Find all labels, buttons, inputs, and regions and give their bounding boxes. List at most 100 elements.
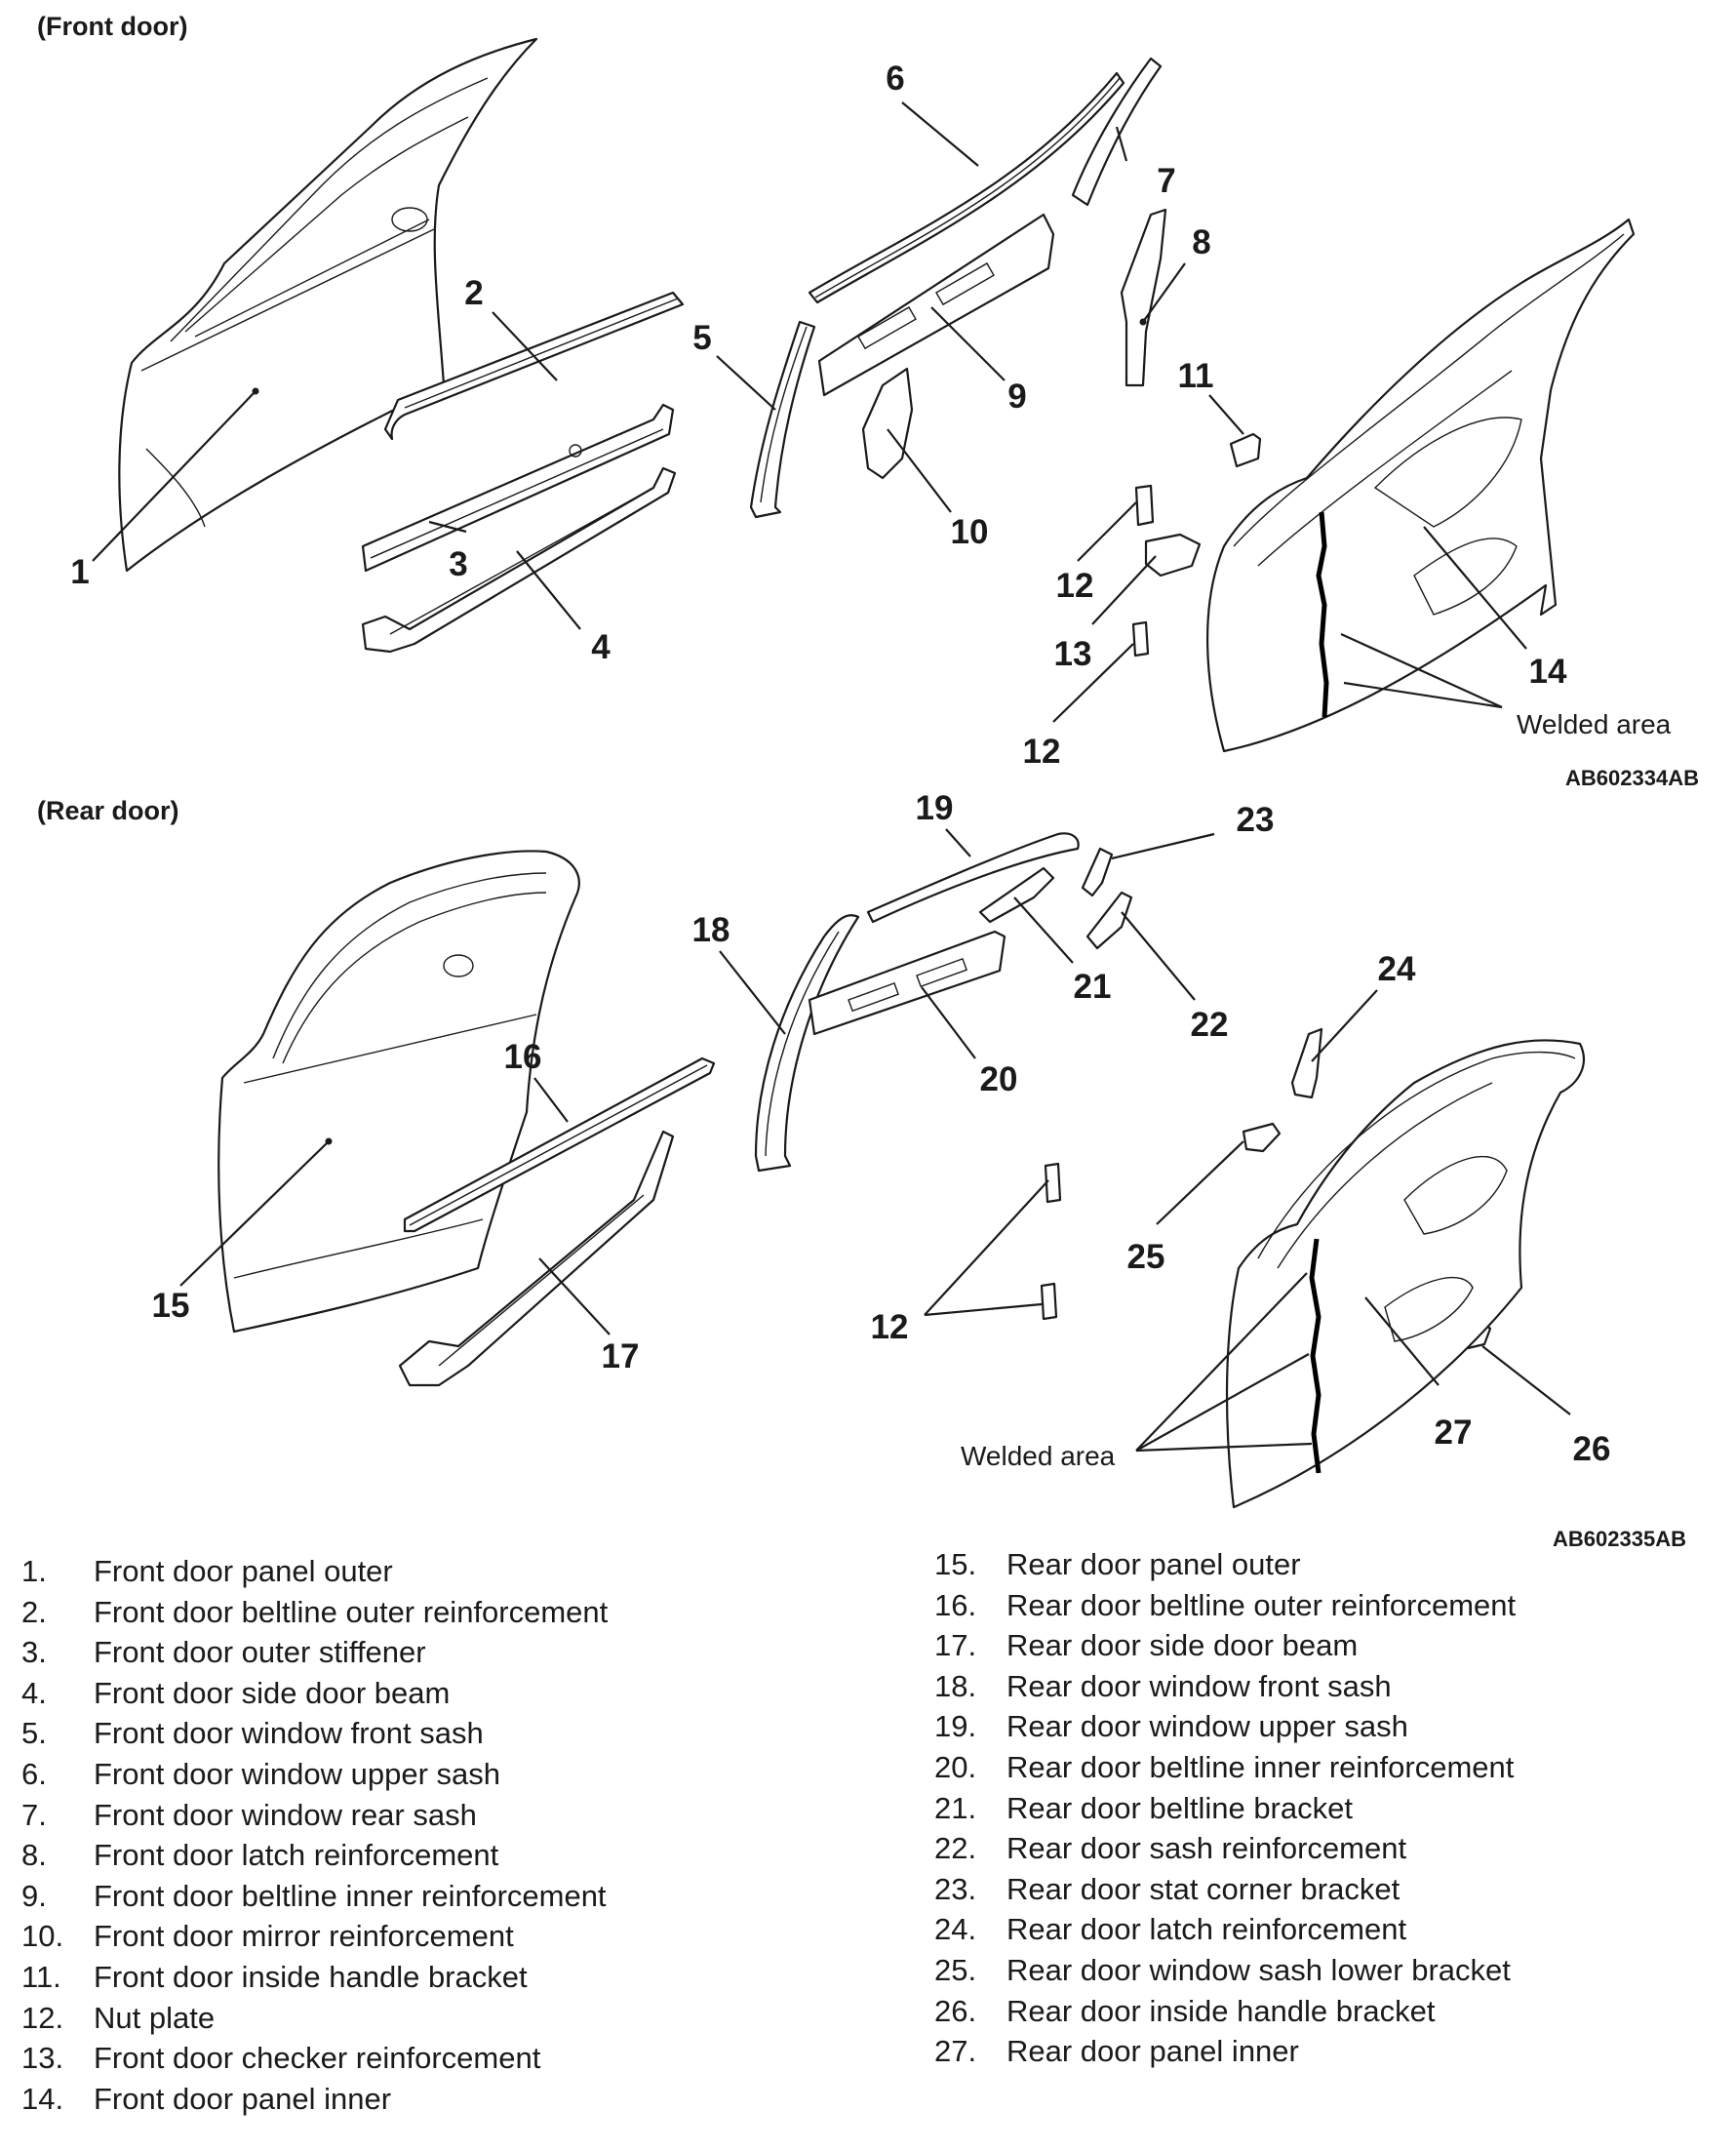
front-door-side-door-beam [361, 466, 677, 654]
legend-item: 15. Rear door panel outer [934, 1544, 1516, 1585]
callout-10: 10 [951, 513, 989, 551]
rear-door-beltline-bracket [978, 866, 1055, 924]
legend-item-number: 24. [934, 1912, 977, 1947]
legend-item: 5.Front door window front sash [21, 1713, 608, 1754]
legend-item-name: Rear door window upper sash [1006, 1709, 1408, 1744]
legend-item-number: 1. [21, 1554, 47, 1588]
legend-item: 12.Nut plate [21, 1998, 608, 2039]
rear-door-panel-outer [217, 850, 580, 1334]
rear-figure-code: AB602335AB [1553, 1527, 1686, 1551]
legend-item: 23. Rear door stat corner bracket [934, 1869, 1516, 1910]
legend-item-name: Rear door beltline bracket [1006, 1790, 1353, 1825]
legend-item-name: Front door side door beam [94, 1675, 451, 1710]
callout-18: 18 [692, 911, 730, 949]
legend-item: 21. Rear door beltline bracket [934, 1788, 1516, 1829]
legend-item-name: Front door beltline outer reinforcement [94, 1594, 609, 1629]
front-nut-plate-upper [1134, 484, 1155, 527]
front-door-checker-reinforcement [1144, 533, 1202, 578]
front-door-panel-inner [1205, 218, 1636, 753]
callout-2: 2 [464, 274, 483, 312]
legend-item-name: Front door latch reinforcement [94, 1838, 499, 1873]
legend-item-number: 15. [934, 1547, 977, 1581]
callout-11: 11 [1178, 357, 1214, 395]
front-door-window-rear-sash [1071, 57, 1163, 207]
front-door-window-front-sash [749, 320, 816, 519]
rear-door-panel-inner [1225, 1039, 1585, 1509]
rear-door-beltline-inner-reinforcement [808, 930, 1006, 1036]
rear-door-window-upper-sash [866, 832, 1080, 924]
legend-item: 10. Front door mirror reinforcement [21, 1916, 608, 1957]
legend-item-name: Rear door panel outer [1006, 1547, 1301, 1581]
rear-door-beltline-outer-reinforcement [403, 1056, 716, 1233]
legend-item-name: Front door mirror reinforcement [94, 1919, 514, 1954]
legend-item-name: Front door beltline inner reinforcement [94, 1878, 607, 1913]
legend-item-number: 14. [21, 2081, 64, 2116]
legend-item-number: 10. [21, 1919, 64, 1954]
callout-1: 1 [70, 553, 89, 591]
legend-item: 24.Rear door latch reinforcement [934, 1909, 1516, 1950]
legend-item-name: Front door window upper sash [94, 1756, 501, 1791]
callout-14: 14 [1529, 653, 1567, 691]
legend-item-number: 22. [934, 1831, 977, 1866]
callout-20: 20 [980, 1060, 1018, 1098]
legend-item-name: Front door inside handle bracket [94, 1959, 528, 1994]
legend-item: 13.Front door checker reinforcement [21, 2038, 608, 2079]
legend-item-name: Rear door stat corner bracket [1006, 1871, 1401, 1906]
front-door-beltline-inner-reinforcement [817, 213, 1055, 397]
legend-item: 7.Front door window rear sash [21, 1795, 608, 1836]
front-door-window-upper-sash [808, 71, 1125, 304]
legend-item: 22. Rear door sash reinforcement [934, 1828, 1516, 1869]
legend-item-name: Rear door window front sash [1006, 1668, 1392, 1703]
callout-27: 27 [1435, 1414, 1473, 1452]
callout-9: 9 [1007, 378, 1026, 416]
rear-nut-plate-upper [1044, 1162, 1062, 1204]
legend-item-name: Rear door side door beam [1006, 1628, 1359, 1663]
legend-item: 2.Front door beltline outer reinforcemen… [21, 1592, 608, 1633]
legend-item: 26.Rear door inside handle bracket [934, 1991, 1516, 2032]
legend-item-name: Rear door sash reinforcement [1006, 1831, 1407, 1866]
legend-item: 8.Front door latch reinforcement [21, 1835, 608, 1876]
front-welded-area-leaders [1340, 632, 1503, 709]
legend-item: 11. Front door inside handle bracket [21, 1957, 608, 1998]
legend-item-number: 4. [21, 1675, 47, 1710]
callout-3: 3 [449, 545, 467, 583]
front-door-title: (Front door) [37, 12, 187, 41]
legend-item-number: 21. [934, 1790, 977, 1825]
rear-leader-lines [179, 828, 1571, 1415]
rear-welded-area-label: Welded area [961, 1441, 1116, 1471]
front-door-panel-outer [118, 37, 538, 573]
front-welded-area-label: Welded area [1517, 709, 1672, 739]
legend-item-number: 12. [21, 2000, 64, 2035]
rear-door-window-sash-lower-bracket [1242, 1122, 1282, 1153]
legend-item: 9.Front door beltline inner reinforcemen… [21, 1876, 608, 1917]
callout-22: 22 [1191, 1006, 1229, 1044]
legend-item: 25. Rear door window sash lower bracket [934, 1950, 1516, 1991]
legend-item: 6.Front door window upper sash [21, 1754, 608, 1795]
legend-item-number: 27. [934, 2034, 977, 2069]
legend-item-number: 3. [21, 1635, 47, 1670]
callout-8: 8 [1192, 223, 1210, 261]
legend-item: 4. Front door side door beam [21, 1673, 608, 1714]
legend-item-name: Front door panel outer [94, 1554, 393, 1588]
legend-item-name: Rear door beltline outer reinforcement [1006, 1587, 1517, 1622]
legend-item-number: 25. [934, 1952, 977, 1987]
callout-23: 23 [1237, 801, 1275, 839]
legend-item-number: 23. [934, 1871, 977, 1906]
legend-item: 18.Rear door window front sash [934, 1666, 1516, 1707]
callout-25: 25 [1127, 1238, 1165, 1276]
legend-item: 19.Rear door window upper sash [934, 1706, 1516, 1747]
rear-door-window-front-sash [754, 914, 860, 1173]
legend-item: 27.Rear door panel inner [934, 2031, 1516, 2072]
callout-15: 15 [152, 1287, 190, 1325]
legend-item-name: Rear door window sash lower bracket [1006, 1952, 1511, 1987]
rear-door-stat-corner-bracket [1081, 847, 1114, 897]
legend-item-number: 20. [934, 1749, 977, 1784]
legend-item-number: 11. [21, 1959, 61, 1994]
callout-16: 16 [504, 1038, 542, 1076]
legend-front-parts: 1. Front door panel outer 2.Front door bel… [21, 1551, 608, 2119]
callout-4: 4 [591, 628, 611, 666]
legend-item: 3.Front door outer stiffener [21, 1632, 608, 1673]
callout-13: 13 [1054, 635, 1092, 673]
legend-item-name: Rear door beltline inner reinforcement [1006, 1749, 1515, 1784]
